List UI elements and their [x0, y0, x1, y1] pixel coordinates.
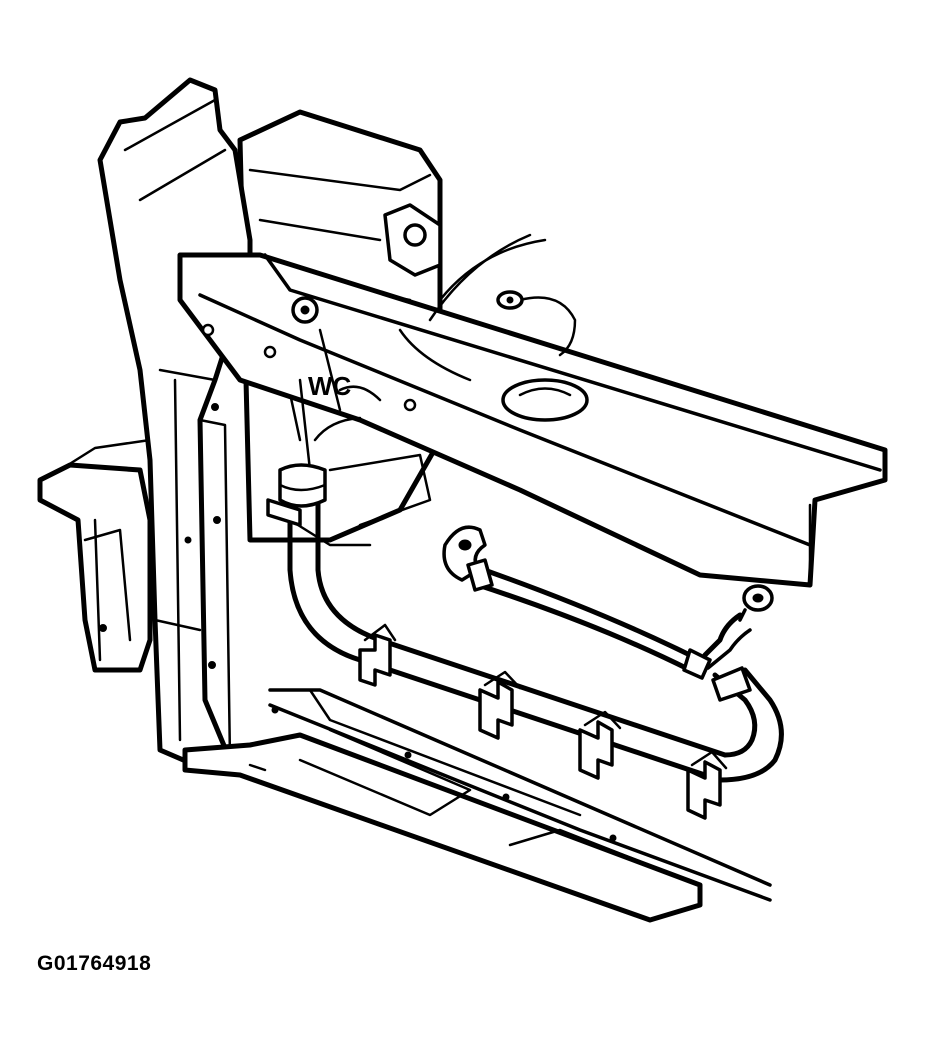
pillar-bolt	[184, 536, 192, 544]
wiring-harness	[298, 233, 547, 472]
grommet-clip	[266, 498, 302, 527]
wc-stamp-label: WC	[308, 371, 352, 401]
lower-support-floor	[182, 688, 772, 923]
terminal-hole	[458, 539, 472, 551]
pillar-bolt	[213, 516, 221, 524]
ground-cable-right-terminal	[738, 584, 774, 622]
upper-crossmember	[177, 252, 888, 588]
ground-cable	[467, 562, 752, 680]
floor-bolt	[271, 706, 279, 714]
cable-clip	[358, 623, 397, 687]
floor-bolt	[609, 834, 617, 842]
fender-apron	[37, 438, 153, 673]
engine-bolt-center	[300, 305, 310, 315]
radiator-support-pillar	[97, 77, 253, 768]
apron-bolt	[99, 624, 107, 632]
crossmember-hole	[403, 398, 417, 412]
floor-bolt	[404, 751, 412, 759]
cable-clip	[578, 710, 622, 780]
ring-terminal-hole	[506, 296, 514, 304]
upper-ring-terminal	[496, 290, 577, 357]
pillar-bolt	[208, 661, 216, 669]
access-hole	[501, 378, 589, 422]
cable-clip	[686, 750, 728, 820]
terminal-hole	[752, 593, 764, 603]
engine-mounting-bolts	[291, 203, 442, 324]
figure-code-label: G01764918	[37, 952, 152, 975]
crossmember-hole	[201, 323, 215, 337]
pillar-bolt	[211, 403, 219, 411]
engine-bolt	[403, 223, 427, 247]
crossmember-hole	[263, 345, 277, 359]
cable-clip	[478, 670, 522, 740]
ground-cable-left-terminal	[442, 525, 494, 592]
floor-bolt	[502, 793, 510, 801]
cable-grommet	[266, 463, 327, 527]
